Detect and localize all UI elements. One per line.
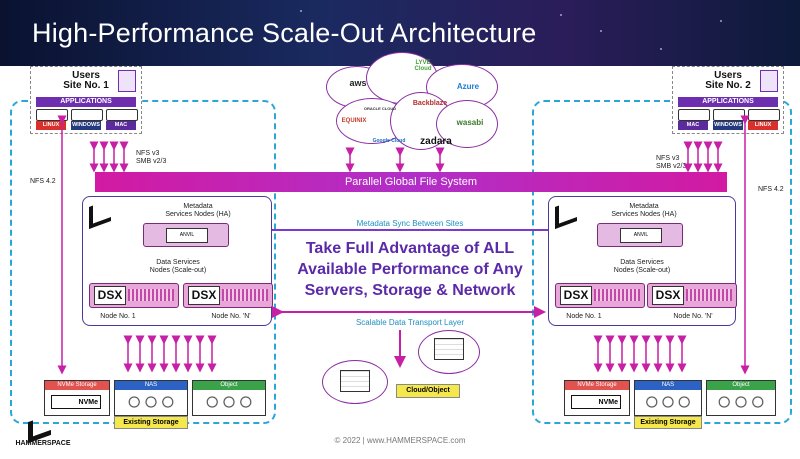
building-icon — [118, 70, 136, 92]
parallel-global-file-system-bar: Parallel Global File System — [95, 172, 727, 192]
existing-storage-label: Existing Storage — [634, 416, 702, 429]
nfs-v3-label: NFS v3 — [136, 150, 160, 157]
lyve-logo: LYVE Cloud — [414, 60, 432, 72]
os-mac: MAC — [106, 121, 136, 130]
server-icon — [678, 109, 710, 121]
zadara-logo: zadara — [420, 136, 452, 147]
nvme-storage-title: NVMe Storage — [45, 381, 109, 390]
server-icon — [71, 109, 103, 121]
tagline-line-1: Take Full Advantage of ALL — [305, 240, 515, 257]
anvil-label: ANVIL — [166, 228, 208, 243]
node-1-label: Node No. 1 — [100, 313, 136, 320]
object-title: Object — [193, 381, 265, 390]
aws-logo: aws — [349, 78, 367, 88]
nvme-drive: NVMe — [51, 395, 101, 409]
equinix-logo: EQUINIX — [341, 118, 367, 124]
footer-text: © 2022 | www.HAMMERSPACE.com — [334, 436, 466, 445]
cloud-cluster: aws LYVE Cloud Azure EQUINIX Backblaze w… — [326, 52, 500, 154]
object-storage: Object — [706, 380, 776, 416]
object-title: Object — [707, 381, 775, 390]
metadata-subtitle: Services Nodes (HA) — [165, 211, 231, 218]
users-label: Users — [72, 70, 100, 81]
nvme-storage: NVMe Storage NVMe — [564, 380, 630, 416]
dsx-label: DSX — [560, 286, 592, 305]
os-linux: LINUX — [36, 121, 66, 130]
smb-label: SMB v2/3 — [656, 163, 687, 170]
azure-logo: Azure — [456, 82, 480, 91]
nas-storage: NAS — [114, 380, 188, 416]
server-icon — [748, 109, 780, 121]
dsx-node-1: DSX — [89, 283, 179, 308]
os-linux: LINUX — [748, 121, 778, 130]
existing-storage-label: Existing Storage — [114, 416, 188, 429]
node-1-label: Node No. 1 — [566, 313, 602, 320]
object-storage: Object — [192, 380, 266, 416]
disk-icons — [641, 394, 695, 410]
hammerspace-logo-icon — [555, 198, 577, 230]
nas-storage: NAS — [634, 380, 702, 416]
dsx-label: DSX — [652, 286, 684, 305]
users-label: Users — [714, 70, 742, 81]
nas-title: NAS — [115, 381, 187, 390]
dsx-node-n: DSX — [647, 283, 737, 308]
os-windows: WINDOWS — [713, 121, 743, 130]
dsx-node-1: DSX — [555, 283, 645, 308]
hammerspace-node-left: Metadata Services Nodes (HA) ANVIL Data … — [82, 196, 273, 326]
nfs-v3-label: NFS v3 — [656, 155, 680, 162]
os-mac: MAC — [678, 121, 708, 130]
data-services-title: Data Services — [156, 259, 200, 266]
nvme-drive: NVMe — [571, 395, 621, 409]
brand-name: HAMMERSPACE — [15, 440, 71, 447]
metadata-title: Metadata — [183, 203, 213, 210]
disk-icons — [201, 394, 257, 410]
nfs42-label: NFS 4.2 — [758, 186, 784, 193]
anvil-metadata-server: ANVIL — [597, 223, 683, 247]
object-store-icon — [340, 370, 370, 392]
smb-label: SMB v2/3 — [136, 158, 167, 165]
oracle-logo: ORACLE CLOUD — [363, 106, 397, 111]
data-services-title: Data Services — [620, 259, 664, 266]
nas-title: NAS — [635, 381, 701, 390]
backblaze-logo: Backblaze — [412, 100, 448, 107]
object-store-icon — [434, 338, 464, 360]
metadata-sync-label: Metadata Sync Between Sites — [356, 219, 464, 228]
hammerspace-node-right: Metadata Services Nodes (HA) ANVIL Data … — [548, 196, 737, 326]
wasabi-logo: wasabi — [456, 118, 484, 127]
data-services-subtitle: Nodes (Scale-out) — [149, 267, 207, 274]
anvil-label: ANVIL — [620, 228, 662, 243]
tagline-line-3: Servers, Storage & Network — [304, 282, 516, 299]
disk-icons — [713, 394, 769, 410]
data-services-subtitle: Nodes (Scale-out) — [613, 267, 671, 274]
building-icon — [760, 70, 778, 92]
tagline: Take Full Advantage of ALL Available Per… — [290, 238, 530, 301]
dsx-label: DSX — [94, 286, 126, 305]
cloud-object-label: Cloud/Object — [396, 384, 460, 398]
server-icon — [713, 109, 745, 121]
disk-icons — [123, 394, 179, 410]
site-label: Site No. 1 — [63, 80, 109, 91]
transport-label: Scalable Data Transport Layer — [355, 318, 465, 327]
applications-label: APPLICATIONS — [36, 97, 136, 107]
dsx-node-n: DSX — [183, 283, 273, 308]
server-icon — [106, 109, 138, 121]
page-title: High-Performance Scale-Out Architecture — [32, 18, 537, 48]
node-n-label: Node No. 'N' — [211, 313, 251, 320]
site-label: Site No. 2 — [705, 80, 751, 91]
nfs42-label: NFS 4.2 — [30, 178, 56, 185]
tagline-line-2: Available Performance of Any — [297, 261, 523, 278]
metadata-subtitle: Services Nodes (HA) — [611, 211, 677, 218]
anvil-metadata-server: ANVIL — [143, 223, 229, 247]
nvme-storage: NVMe Storage NVMe — [44, 380, 110, 416]
hammerspace-logo-icon — [89, 198, 111, 230]
nvme-storage-title: NVMe Storage — [565, 381, 629, 390]
applications-label: APPLICATIONS — [678, 97, 778, 107]
os-windows: WINDOWS — [71, 121, 101, 130]
node-n-label: Node No. 'N' — [673, 313, 713, 320]
dsx-label: DSX — [188, 286, 220, 305]
metadata-title: Metadata — [629, 203, 659, 210]
google-cloud-logo: Google Cloud — [372, 138, 406, 144]
